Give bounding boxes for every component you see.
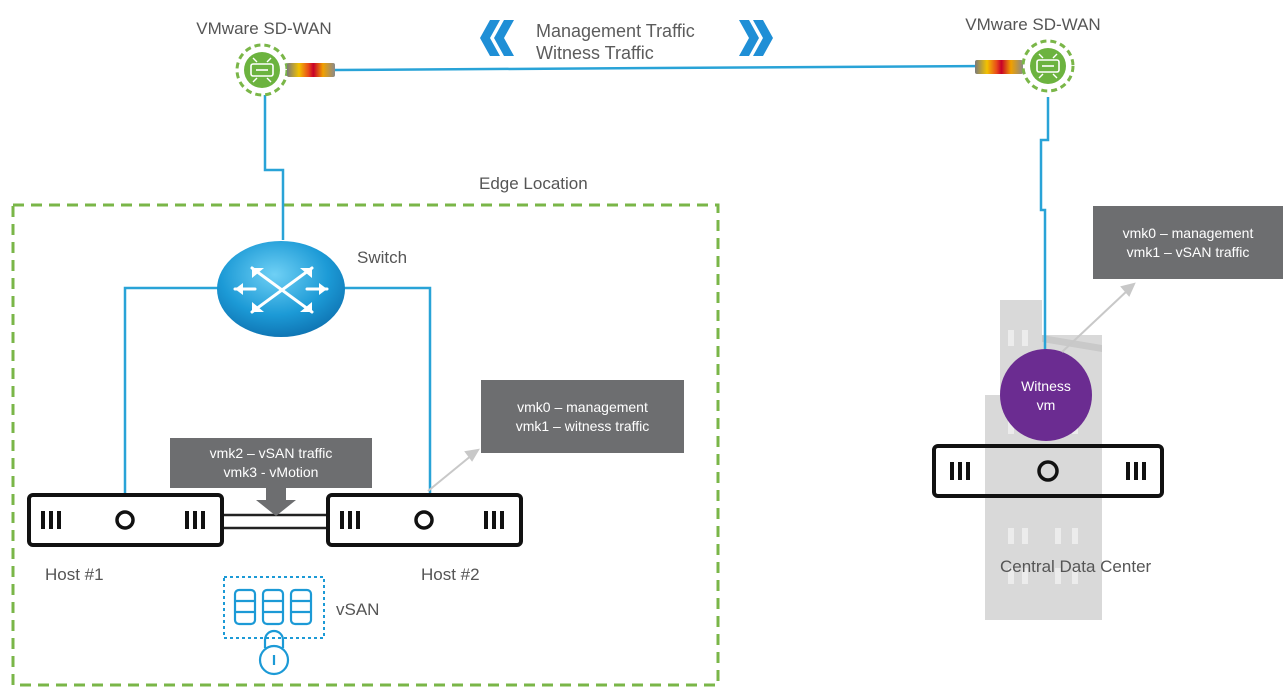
host2-note: vmk0 – management vmk1 – witness traffic <box>481 380 684 453</box>
host2-note-line2: vmk1 – witness traffic <box>515 417 650 434</box>
witness-vm-label: Witness vm <box>1001 377 1091 415</box>
witness-vm-line2: vm <box>1036 397 1056 413</box>
vsan-label: vSAN <box>336 600 380 619</box>
switch-label: Switch <box>357 248 408 267</box>
witness-note: vmk0 – management vmk1 – vSAN traffic <box>1093 206 1283 279</box>
wan-link <box>334 64 991 72</box>
right-chevron-icon <box>739 20 773 56</box>
host2-note-line1: vmk0 – management <box>517 398 648 415</box>
sdwan-right-label: VMware SD-WAN <box>965 15 1101 34</box>
sdwan-edge-left-icon <box>235 43 335 97</box>
switch-icon <box>217 241 345 337</box>
wan-traffic-line1: Management Traffic <box>536 21 695 41</box>
host-interconnect-note-line1: vmk2 – vSAN traffic <box>209 445 333 461</box>
callout-pointers <box>427 282 1136 492</box>
witness-vm-line1: Witness <box>1021 378 1071 394</box>
edge-location-label: Edge Location <box>479 174 588 193</box>
left-chevron-icon <box>480 20 514 56</box>
witness-note-line2: vmk1 – vSAN traffic <box>1126 243 1250 260</box>
edge-location-boundary <box>11 203 720 687</box>
sdwan-left-label: VMware SD-WAN <box>196 19 332 38</box>
host2-label: Host #2 <box>421 565 480 584</box>
network-links <box>123 64 1050 493</box>
switch-to-host2-link <box>343 286 432 493</box>
sdwan-to-witness-link <box>1039 97 1050 365</box>
sdwan-to-switch-link <box>263 95 285 240</box>
switch-to-host1-link <box>123 286 220 493</box>
sdwan-edge-right-icon <box>975 39 1075 93</box>
witness-vm-icon <box>1000 349 1092 441</box>
vsan-storage-icon <box>223 576 325 639</box>
witness-host-server-icon <box>932 444 1164 498</box>
wan-traffic-label: Management Traffic Witness Traffic <box>536 20 695 64</box>
host-interconnect-note-line2: vmk3 - vMotion <box>223 464 319 480</box>
wan-traffic-line2: Witness Traffic <box>536 43 654 63</box>
host2-server-icon <box>326 493 523 547</box>
down-arrow-icon <box>256 488 296 516</box>
lock-icon <box>258 629 290 676</box>
central-dc-label: Central Data Center <box>1000 557 1152 576</box>
witness-note-line1: vmk0 – management <box>1122 224 1254 241</box>
host-interconnect-link <box>222 513 330 530</box>
host1-server-icon <box>27 493 224 547</box>
host1-label: Host #1 <box>45 565 104 584</box>
host-interconnect-note: vmk2 – vSAN traffic vmk3 - vMotion <box>170 438 372 488</box>
